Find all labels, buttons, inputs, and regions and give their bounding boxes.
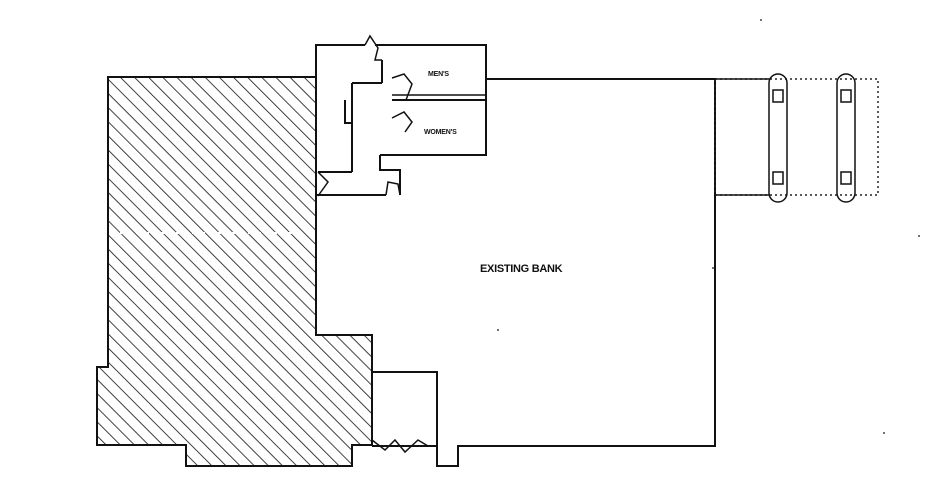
drive-thru-island-2 (836, 73, 856, 203)
scan-speck (497, 329, 499, 331)
hatched-adjacent-area (96, 76, 373, 467)
scan-speck (918, 235, 920, 237)
door-swing-mens (391, 73, 413, 101)
door-swing-vestibule (371, 438, 429, 454)
vestibule-wall (372, 371, 438, 446)
door-swing-corridor-left (317, 171, 329, 197)
scan-speck (883, 432, 885, 434)
label-womens-restroom: WOMEN'S (424, 129, 457, 136)
scan-speck (760, 19, 762, 21)
door-swing-womens (391, 111, 413, 133)
drive-thru-island-1 (768, 73, 788, 203)
door-swing-corridor-right (385, 181, 401, 196)
scan-speck (712, 267, 714, 269)
label-existing-bank: EXISTING BANK (480, 263, 563, 275)
door-swing-entry-top (364, 34, 382, 61)
corridor-walls (318, 60, 401, 195)
drive-thru-canopy (714, 78, 879, 196)
label-mens-restroom: MEN'S (428, 71, 449, 78)
